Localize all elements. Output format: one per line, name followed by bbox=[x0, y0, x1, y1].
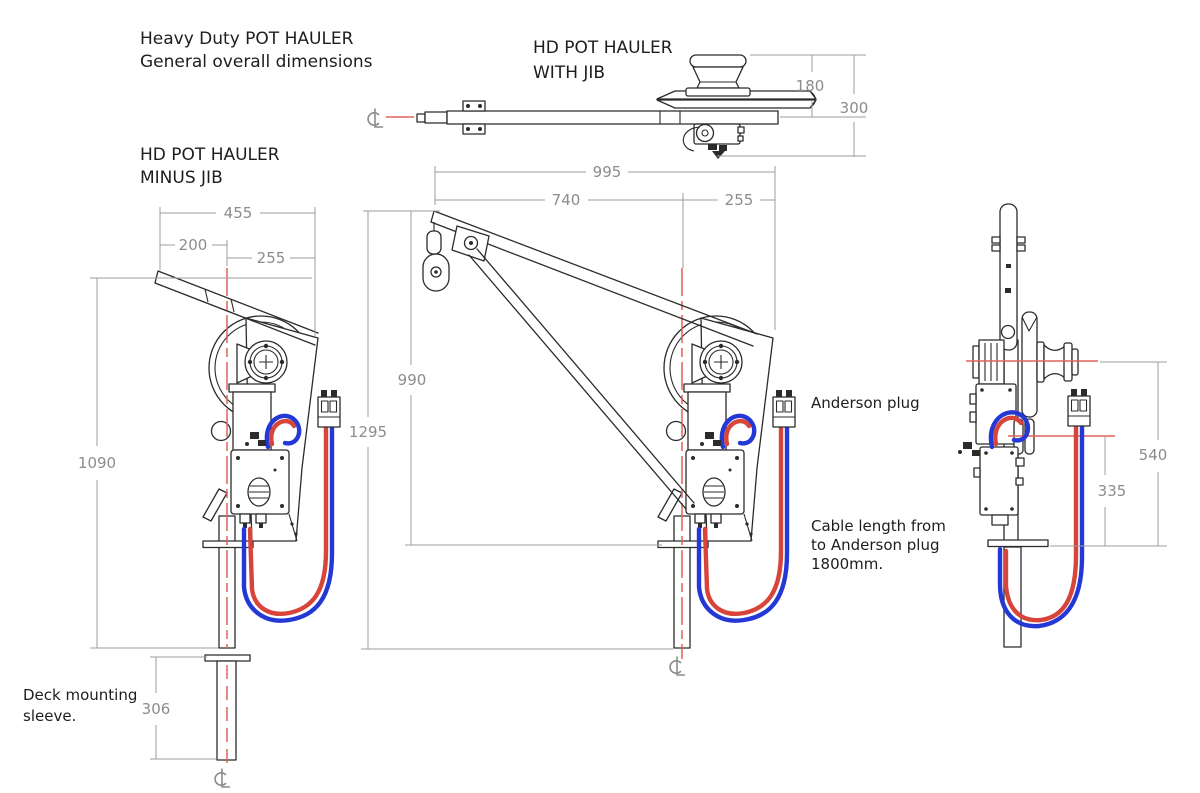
dim-1295: 1295 bbox=[349, 423, 387, 441]
dim-540: 540 bbox=[1139, 446, 1168, 464]
centerline-symbol bbox=[214, 768, 231, 788]
deck-sleeve-note-line1: Deck mounting bbox=[23, 686, 137, 704]
view-front-with-jib bbox=[422, 210, 795, 676]
dim-300: 300 bbox=[840, 99, 869, 117]
dim-335: 335 bbox=[1098, 482, 1127, 500]
deck-flange bbox=[987, 539, 1049, 548]
jib-end-pin bbox=[416, 113, 426, 123]
cable-curl bbox=[958, 410, 1031, 456]
dim-306: 306 bbox=[142, 700, 171, 718]
deck-sleeve-note-line2: sleeve. bbox=[23, 707, 76, 725]
dim-990: 990 bbox=[398, 371, 427, 389]
view-end bbox=[958, 203, 1115, 648]
minus-jib-title-line2: MINUS JIB bbox=[140, 168, 223, 188]
deck-mounting-sleeve bbox=[204, 654, 251, 770]
view-side-minus-jib bbox=[154, 268, 340, 788]
with-jib-title-line2: WITH JIB bbox=[533, 63, 605, 83]
dim-255-side: 255 bbox=[257, 249, 286, 267]
jib-tube bbox=[446, 110, 779, 125]
capstan-drum-top bbox=[685, 54, 751, 97]
with-jib-title-line1: HD POT HAULER bbox=[533, 38, 673, 58]
stub-arm bbox=[154, 270, 319, 346]
controller-box bbox=[973, 446, 1025, 526]
hook-shackle bbox=[422, 222, 450, 292]
dim-455: 455 bbox=[224, 204, 253, 222]
cable-note-line1: Cable length from bbox=[811, 517, 946, 535]
supply-cables bbox=[997, 424, 1085, 629]
anderson-plug-label: Anderson plug bbox=[811, 394, 920, 412]
view-top-with-jib bbox=[367, 54, 817, 159]
jib-tube-end-on bbox=[991, 203, 1026, 351]
cable-note-line2: to Anderson plug bbox=[811, 536, 940, 554]
dimension-lines: 180 300 995 740 255 990 1295 455 200 255… bbox=[78, 54, 1168, 760]
capstan-drum-side bbox=[1036, 341, 1079, 383]
annotations: Anderson plug Cable length from to Ander… bbox=[23, 394, 946, 725]
dim-995: 995 bbox=[593, 163, 622, 181]
jib-end-fitting bbox=[424, 111, 448, 124]
jib-clamp bbox=[462, 100, 486, 135]
main-title-line1: Heavy Duty POT HAULER bbox=[140, 29, 354, 49]
motor-box-top bbox=[682, 123, 745, 159]
hauler-body bbox=[658, 268, 795, 648]
centerline-symbol bbox=[367, 108, 384, 128]
dim-200: 200 bbox=[179, 236, 208, 254]
mount-joint-lines bbox=[659, 111, 681, 124]
titles: Heavy Duty POT HAULER General overall di… bbox=[140, 29, 673, 188]
dim-180: 180 bbox=[796, 77, 825, 95]
motor-box bbox=[969, 383, 1017, 445]
centerline-symbol bbox=[669, 656, 686, 676]
hauler-body bbox=[203, 268, 340, 648]
cable-note-line3: 1800mm. bbox=[811, 555, 883, 573]
anderson-plug bbox=[1067, 388, 1091, 427]
dim-740: 740 bbox=[552, 191, 581, 209]
minus-jib-title-line1: HD POT HAULER bbox=[140, 145, 280, 165]
main-title-line2: General overall dimensions bbox=[140, 52, 373, 72]
dim-1090: 1090 bbox=[78, 454, 116, 472]
dim-255-front: 255 bbox=[725, 191, 754, 209]
jib-brace bbox=[468, 248, 695, 510]
sheave-edge-on bbox=[1021, 311, 1038, 418]
gearbox bbox=[972, 339, 1005, 385]
